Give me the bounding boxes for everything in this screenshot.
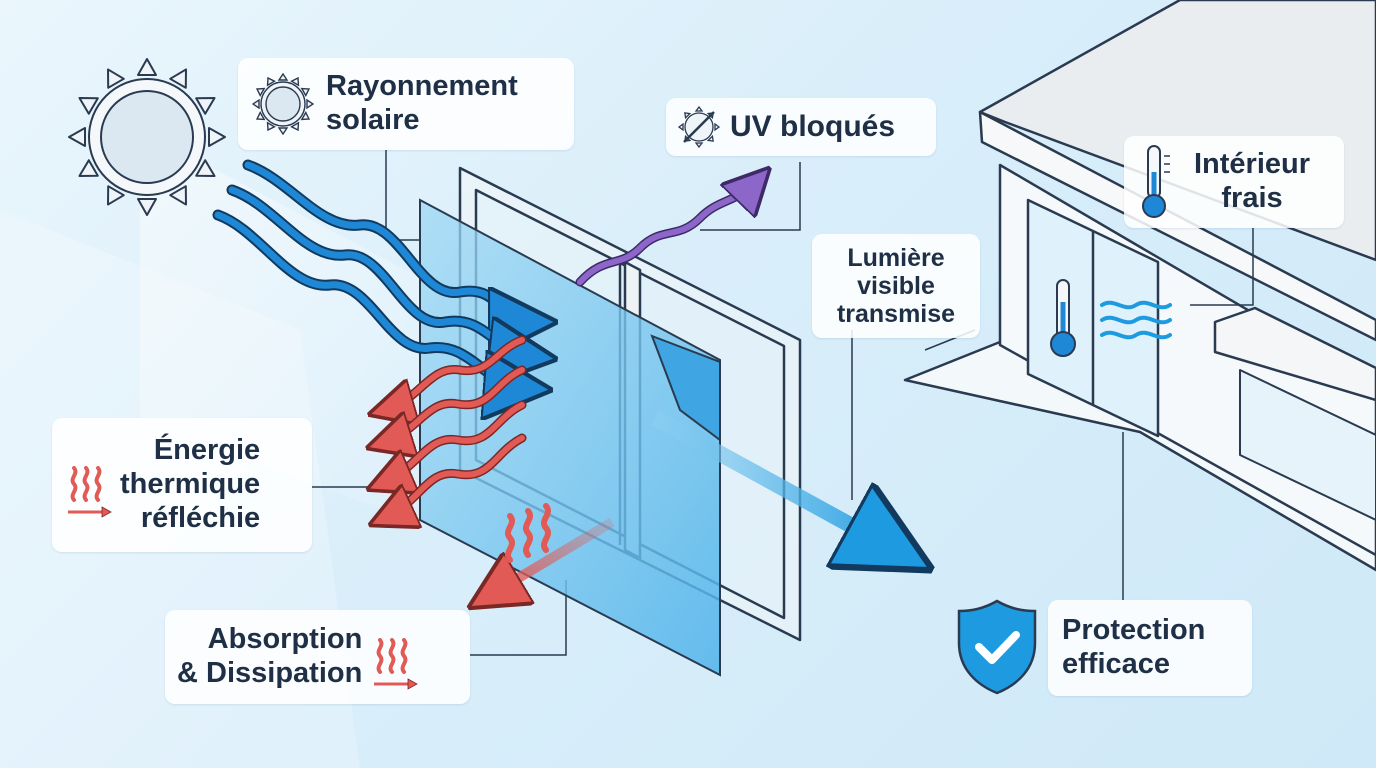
uv-blocked-text: UV bloqués [730, 110, 896, 144]
uv-ray [575, 180, 758, 287]
visible-light-label: Lumière visible transmise [812, 234, 980, 338]
cool-air-waves-icon [1100, 300, 1172, 340]
visible-light-text: Lumière visible transmise [836, 244, 956, 328]
heat-waves-icon [68, 466, 112, 518]
solar-radiation-label: Rayonnement solaire [238, 58, 574, 150]
cool-interior-text: Intérieur frais [1194, 148, 1311, 214]
protection-label: Protection efficace [1048, 600, 1252, 696]
absorption-text: Absorption & Dissipation [177, 623, 363, 689]
sun-icon [252, 73, 314, 135]
thermal-rays [383, 335, 527, 518]
solar-radiation-text: Rayonnement solaire [326, 70, 518, 136]
solar-rays [212, 159, 530, 388]
absorption-arrow [485, 517, 615, 598]
thermometer-icon [1050, 279, 1076, 357]
protection-text: Protection efficace [1062, 614, 1206, 680]
sun-icon [68, 58, 226, 216]
thermal-energy-label: Énergie thermique réfléchie [52, 418, 312, 552]
heat-waves-icon [374, 638, 419, 690]
thermal-energy-text: Énergie thermique réfléchie [120, 434, 261, 534]
thermometer-icon [1142, 145, 1170, 218]
cool-interior-label: Intérieur frais [1124, 136, 1344, 228]
absorption-label: Absorption & Dissipation [165, 610, 470, 704]
visible-light-arrow [651, 410, 905, 555]
shield-check-icon [957, 599, 1037, 695]
absorption-heat-waves [505, 503, 551, 563]
callout-lines [312, 150, 1254, 656]
uv-blocked-label: UV bloqués [666, 98, 936, 156]
uv-blocked-icon [678, 106, 720, 148]
